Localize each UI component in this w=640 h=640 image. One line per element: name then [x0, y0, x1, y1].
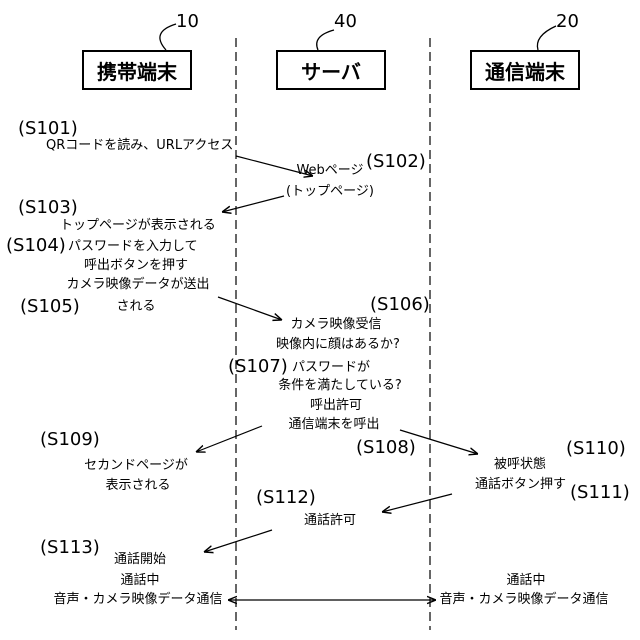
entity-label-mobile-terminal: 携帯端末 [97, 56, 177, 85]
step-text-s110: 被呼状態 [494, 458, 546, 471]
step-number-s104: (S104) [6, 237, 66, 255]
entity-box-mobile-terminal: 携帯端末 [82, 50, 192, 90]
step-text-s108-line1: 呼出許可 [310, 399, 362, 412]
step-text-s104-line2: 呼出ボタンを押す [84, 259, 188, 272]
step-text-s113-line1: 通話開始 [114, 553, 166, 566]
step-text-s102-line1: Webページ [296, 164, 363, 177]
step-number-s102: (S102) [366, 153, 426, 171]
ref-leader-10 [160, 24, 176, 50]
step-text-s108-line2: 通信端末を呼出 [288, 418, 379, 431]
step-text-s104-line1: パスワードを入力して [68, 240, 198, 253]
entity-box-server: サーバ [276, 50, 386, 90]
step-number-s103: (S103) [18, 199, 78, 217]
step-number-s101: (S101) [18, 120, 78, 138]
step-text-s106-line2: 映像内に顔はあるか? [276, 338, 400, 351]
arrow-s108-to-s109 [196, 426, 262, 452]
step-text-s105-line2: される [116, 300, 155, 313]
step-text-s112: 通話許可 [304, 514, 356, 527]
step-number-s110: (S110) [566, 440, 626, 458]
step-text-s113-line3: 音声・カメラ映像データ通信 [53, 593, 222, 606]
step-text-s103: トップページが表示される [60, 219, 216, 232]
ref-number-10: 10 [176, 13, 199, 31]
arrow-s111-to-s112 [382, 494, 452, 512]
step-text-s101: QRコードを読み、URLアクセス [46, 139, 233, 152]
step-number-s113: (S113) [40, 539, 100, 557]
right-text-line1: 通話中 [506, 574, 545, 587]
step-text-s111: 通話ボタン押す [475, 478, 566, 491]
step-number-s108: (S108) [356, 439, 416, 457]
ref-number-40: 40 [334, 13, 357, 31]
step-number-s111: (S111) [570, 484, 630, 502]
step-text-s102-line2: (トップページ) [286, 185, 374, 198]
step-number-s112: (S112) [256, 489, 316, 507]
step-number-s109: (S109) [40, 431, 100, 449]
step-text-s106-line1: カメラ映像受信 [290, 318, 381, 331]
step-text-s113-line2: 通話中 [120, 574, 159, 587]
step-text-s107-line2: 条件を満たしている? [278, 379, 402, 392]
arrow-s105-to-s106 [218, 297, 282, 320]
entity-label-server: サーバ [301, 56, 361, 85]
step-text-s109-line1: セカンドページが [84, 459, 188, 472]
ref-leader-40 [317, 30, 334, 50]
ref-leader-20 [537, 26, 556, 50]
arrow-s102-to-s103 [222, 196, 284, 212]
entity-label-communication-terminal: 通信端末 [485, 56, 565, 85]
right-text-line2: 音声・カメラ映像データ通信 [439, 593, 608, 606]
step-number-s105: (S105) [20, 298, 80, 316]
entity-box-communication-terminal: 通信端末 [470, 50, 580, 90]
step-text-s107-line1: パスワードが [292, 361, 370, 374]
ref-number-20: 20 [556, 13, 579, 31]
arrow-s112-to-s113 [204, 530, 272, 552]
step-text-s109-line2: 表示される [105, 479, 170, 492]
step-number-s107: (S107) [228, 358, 288, 376]
step-text-s105-line1: カメラ映像データが送出 [66, 278, 209, 291]
step-number-s106: (S106) [370, 296, 430, 314]
